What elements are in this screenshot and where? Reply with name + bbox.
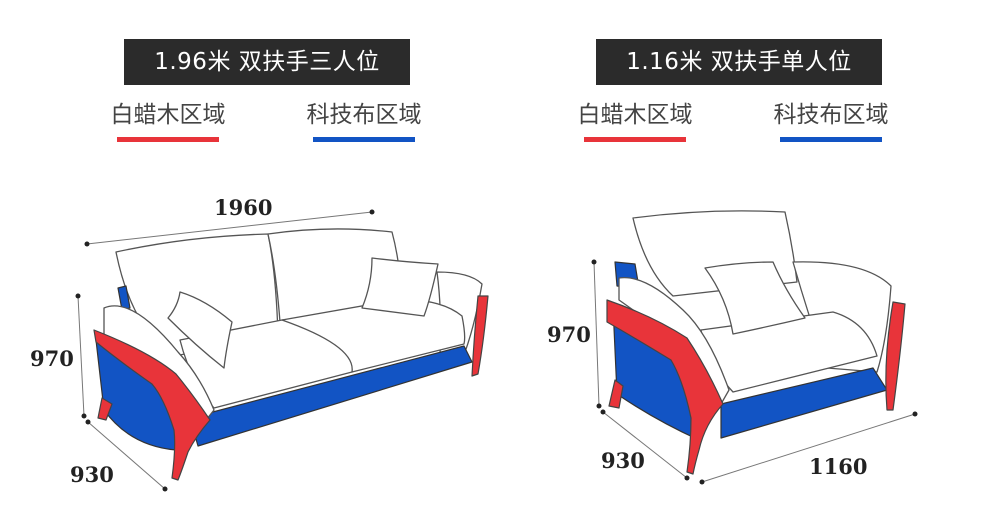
wax-right-arm-frame <box>471 295 489 377</box>
depth-dimension-line <box>602 411 688 479</box>
three-seat-sofa-panel: 1.96米 双扶手三人位 白蜡木区域 科技布区域 <box>30 39 489 492</box>
legend-wax-area: 白蜡木区域 <box>565 100 705 142</box>
depth-dimension-label: 930 <box>70 462 114 487</box>
height-dim-endpoint <box>596 403 602 409</box>
width-dim-endpoint <box>84 241 90 247</box>
depth-dimension-line <box>87 421 166 490</box>
legend-fabric-area: 科技布区域 <box>761 100 901 142</box>
seat-cushion-right <box>281 299 466 373</box>
single-seat-title: 1.16米 双扶手单人位 <box>596 39 882 85</box>
throw-pillow-right <box>361 257 439 317</box>
wax-left-arm-frame <box>93 329 211 481</box>
width-dim-endpoint <box>699 479 705 485</box>
legend-fabric-area: 科技布区域 <box>294 100 434 142</box>
width-dim-endpoint <box>912 411 918 417</box>
width-dimension-label: 1160 <box>809 454 867 479</box>
legend-red-swatch <box>117 137 219 142</box>
throw-pillow-left <box>167 291 233 369</box>
height-dimension-line <box>77 295 85 417</box>
wax-right-arm-frame <box>885 301 906 411</box>
width-dim-endpoint <box>369 209 375 215</box>
wax-left-arm-frame <box>606 299 724 475</box>
throw-pillow <box>704 261 806 335</box>
wax-left-front-leg <box>97 397 113 421</box>
height-dimension-line <box>593 261 600 407</box>
three-seat-title: 1.96米 双扶手三人位 <box>124 39 410 85</box>
single-seat-sofa-panel: 1.16米 双扶手单人位 白蜡木区域 科技布区域 <box>495 0 990 523</box>
height-dimension-label: 970 <box>547 322 591 347</box>
height-dimension-label: 970 <box>30 346 74 371</box>
height-dim-endpoint <box>591 259 597 265</box>
legend-blue-swatch <box>780 137 882 142</box>
depth-dimension-label: 930 <box>601 448 645 473</box>
wax-left-front-leg <box>608 379 624 409</box>
three-seat-sofa-drawing: 1960 970 930 <box>30 195 489 492</box>
depth-dim-endpoint <box>684 475 690 481</box>
legend-wax-label: 白蜡木区域 <box>577 102 693 128</box>
height-dim-endpoint <box>81 413 87 419</box>
legend-red-swatch <box>584 137 686 142</box>
legend-wax-label: 白蜡木区域 <box>110 102 226 128</box>
legend-wax-area: 白蜡木区域 <box>98 100 238 142</box>
height-dim-endpoint <box>75 293 81 299</box>
depth-dim-endpoint <box>600 409 606 415</box>
legend-blue-swatch <box>313 137 415 142</box>
single-seat-sofa-drawing: 970 930 1160 <box>547 210 918 485</box>
depth-dim-endpoint <box>85 419 91 425</box>
depth-dim-endpoint <box>162 486 168 492</box>
fabric-back-panel <box>117 285 131 311</box>
width-dimension-label: 1960 <box>214 195 272 220</box>
legend-fabric-label: 科技布区域 <box>773 102 889 128</box>
legend-fabric-label: 科技布区域 <box>306 102 422 128</box>
width-dimension-line <box>86 211 373 245</box>
width-dimension-line <box>701 413 916 483</box>
